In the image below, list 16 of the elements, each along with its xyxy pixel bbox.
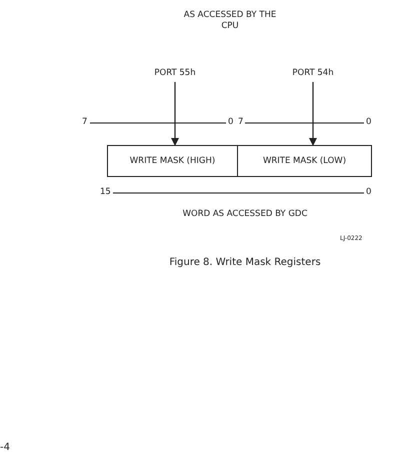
register-field: WRITE MASK (HIGH) xyxy=(107,145,238,177)
arrow xyxy=(309,82,317,146)
bit-number: 7 xyxy=(82,117,88,128)
description-text: WORD AS ACCESSED BY GDC xyxy=(182,209,308,220)
bit-number: 15 xyxy=(100,187,111,198)
page-number: -4 xyxy=(0,441,10,454)
bit-number: 0 xyxy=(228,117,234,128)
bit-number: 7 xyxy=(238,117,244,128)
figure-caption: Figure 8. Write Mask Registers xyxy=(168,256,322,269)
port-label: PORT 54h xyxy=(283,66,343,80)
arrow xyxy=(171,82,179,146)
register-field: WRITE MASK (LOW) xyxy=(238,145,372,177)
bit-number: 0 xyxy=(366,187,372,198)
heading-text: AS ACCESSED BY THE CPU xyxy=(182,10,278,32)
bit-number: 0 xyxy=(366,117,372,128)
port-label: PORT 55h xyxy=(145,66,205,80)
